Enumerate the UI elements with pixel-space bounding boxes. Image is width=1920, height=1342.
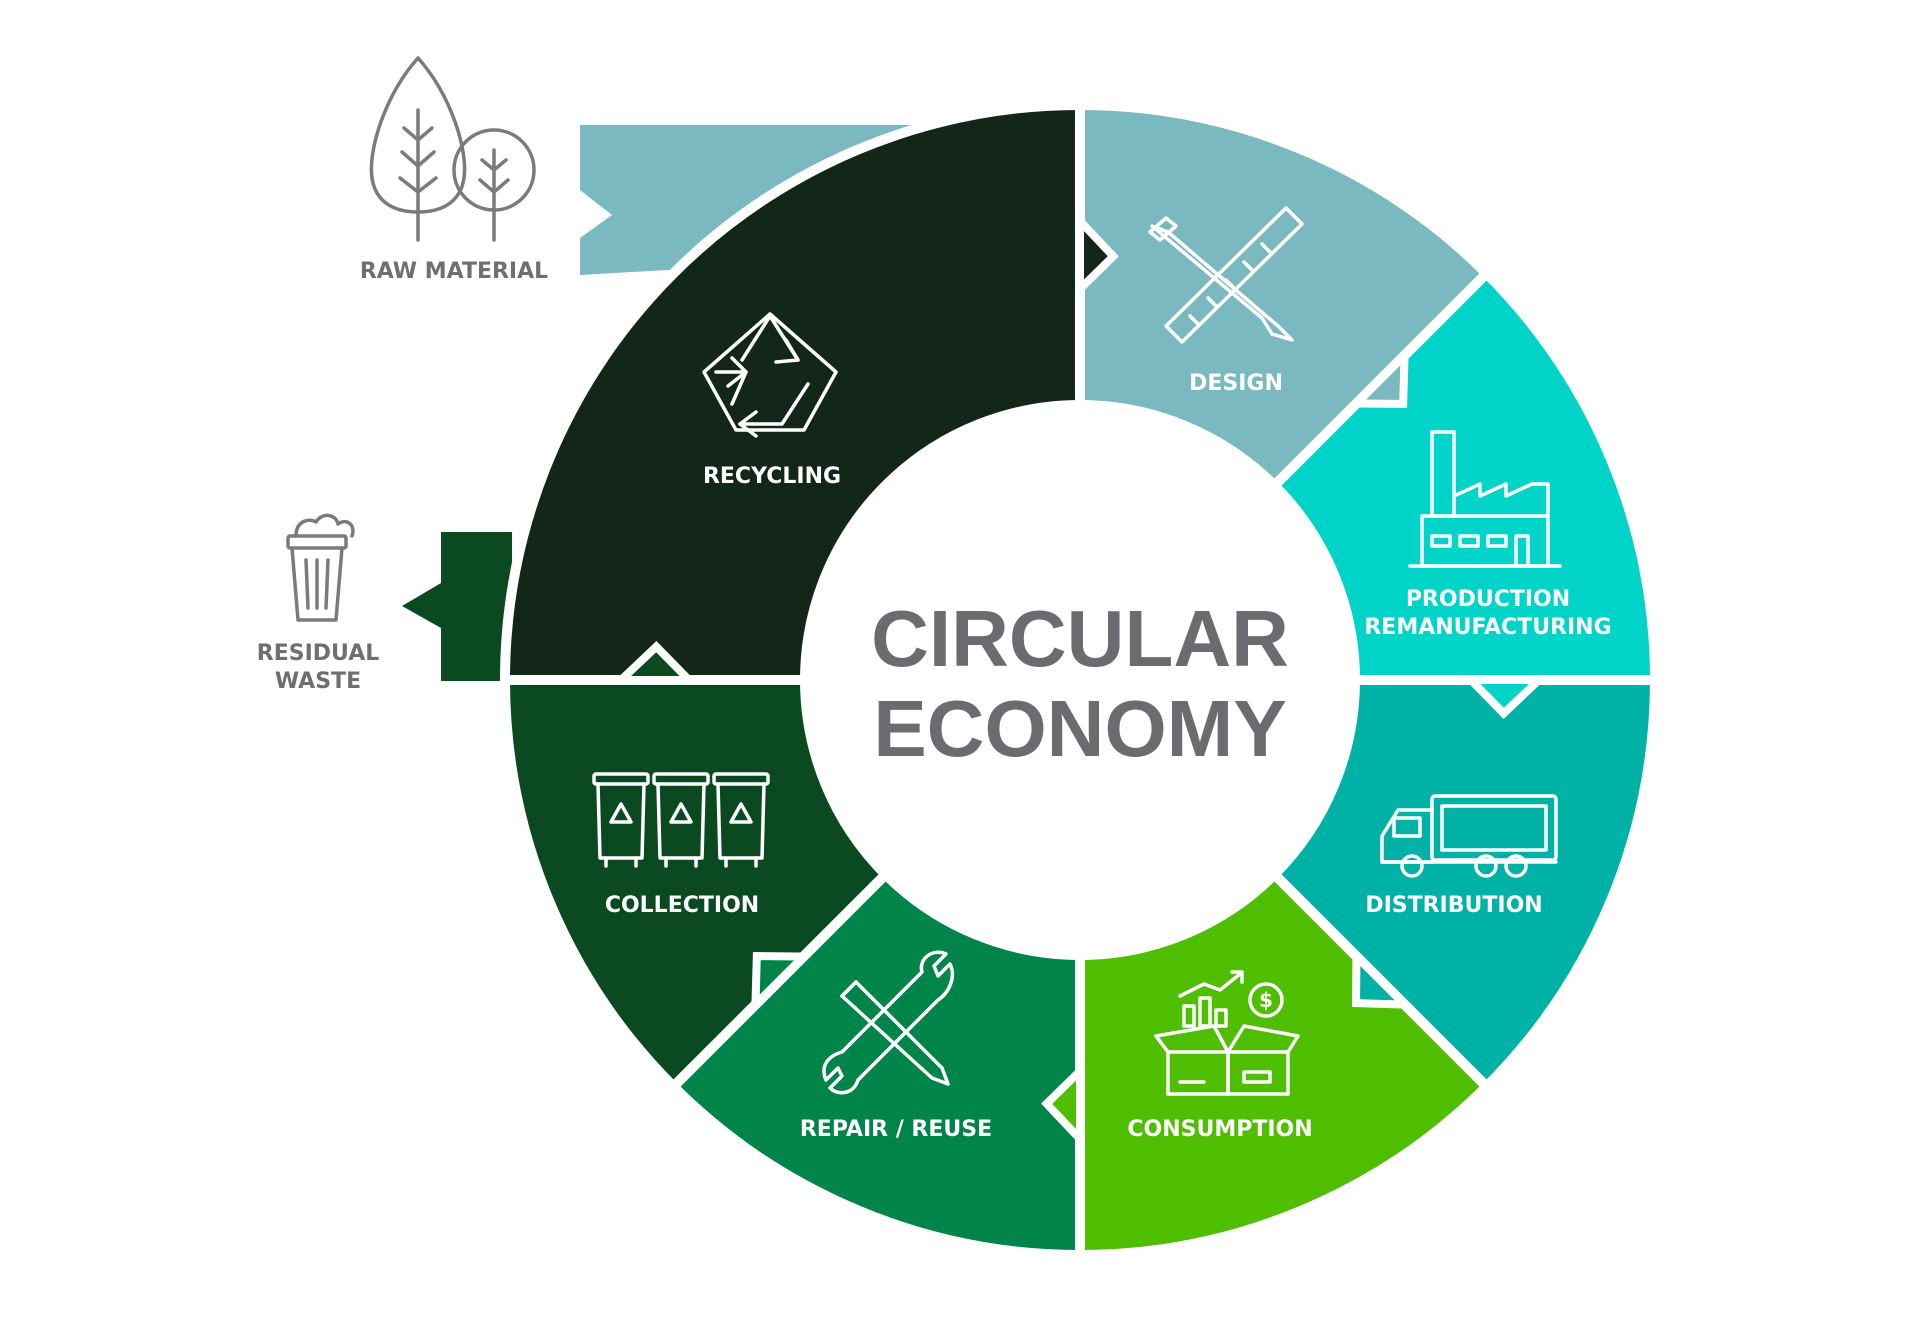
- flow-arrow-notch: [610, 641, 699, 684]
- residual-waste-label-line-2: WASTE: [275, 669, 361, 694]
- residual-waste-label-line-1: RESIDUAL: [257, 641, 380, 666]
- wrench-screwdriver-icon: [822, 950, 955, 1095]
- flow-arrow-notch: [1346, 345, 1409, 409]
- flow-arrow-notch: [751, 951, 814, 1015]
- segment-distribution: [1267, 675, 1661, 1094]
- center-title-line-2: ECONOMY: [873, 684, 1286, 773]
- cycle-ring: [499, 99, 1661, 1261]
- segment-collection: [499, 675, 893, 1094]
- box-money-icon: $: [1154, 970, 1300, 1096]
- distribution-label: DISTRIBUTION: [1365, 893, 1542, 918]
- trash-bin-icon: [286, 513, 355, 622]
- trees-icon: [369, 56, 536, 242]
- recycle-icon: [702, 312, 838, 438]
- collection-label: COLLECTION: [605, 893, 759, 918]
- flow-arrow-notch: [1041, 1061, 1084, 1150]
- raw-material-label: RAW MATERIAL: [360, 259, 548, 284]
- segment-recycling: [499, 99, 1085, 685]
- svg-text:$: $: [1259, 988, 1273, 1012]
- segment-production: [1267, 266, 1661, 685]
- truck-icon: [1380, 794, 1558, 878]
- recycling-label: RECYCLING: [703, 464, 841, 489]
- flow-arrow-notch: [1076, 210, 1119, 299]
- segment-design: [1075, 99, 1494, 493]
- consumption-label: CONSUMPTION: [1127, 1117, 1312, 1142]
- recycle-bins-icon: [592, 772, 770, 868]
- flow-arrow-notch: [1351, 946, 1415, 1009]
- center-title-line-1: CIRCULAR: [871, 594, 1289, 683]
- repair-reuse-label: REPAIR / REUSE: [800, 1117, 992, 1142]
- segment-consumption: [1075, 867, 1494, 1261]
- design-label: DESIGN: [1189, 371, 1283, 396]
- segment-repair: [666, 867, 1085, 1261]
- flow-arrow-notch: [1461, 676, 1550, 719]
- production-label-line-2: REMANUFACTURING: [1364, 615, 1611, 640]
- center-circle: [815, 415, 1345, 945]
- production-label-line-1: PRODUCTION: [1406, 587, 1570, 612]
- residual-waste-arrow: [402, 532, 512, 681]
- factory-icon: [1408, 430, 1562, 568]
- pencil-ruler-icon: [1148, 206, 1304, 344]
